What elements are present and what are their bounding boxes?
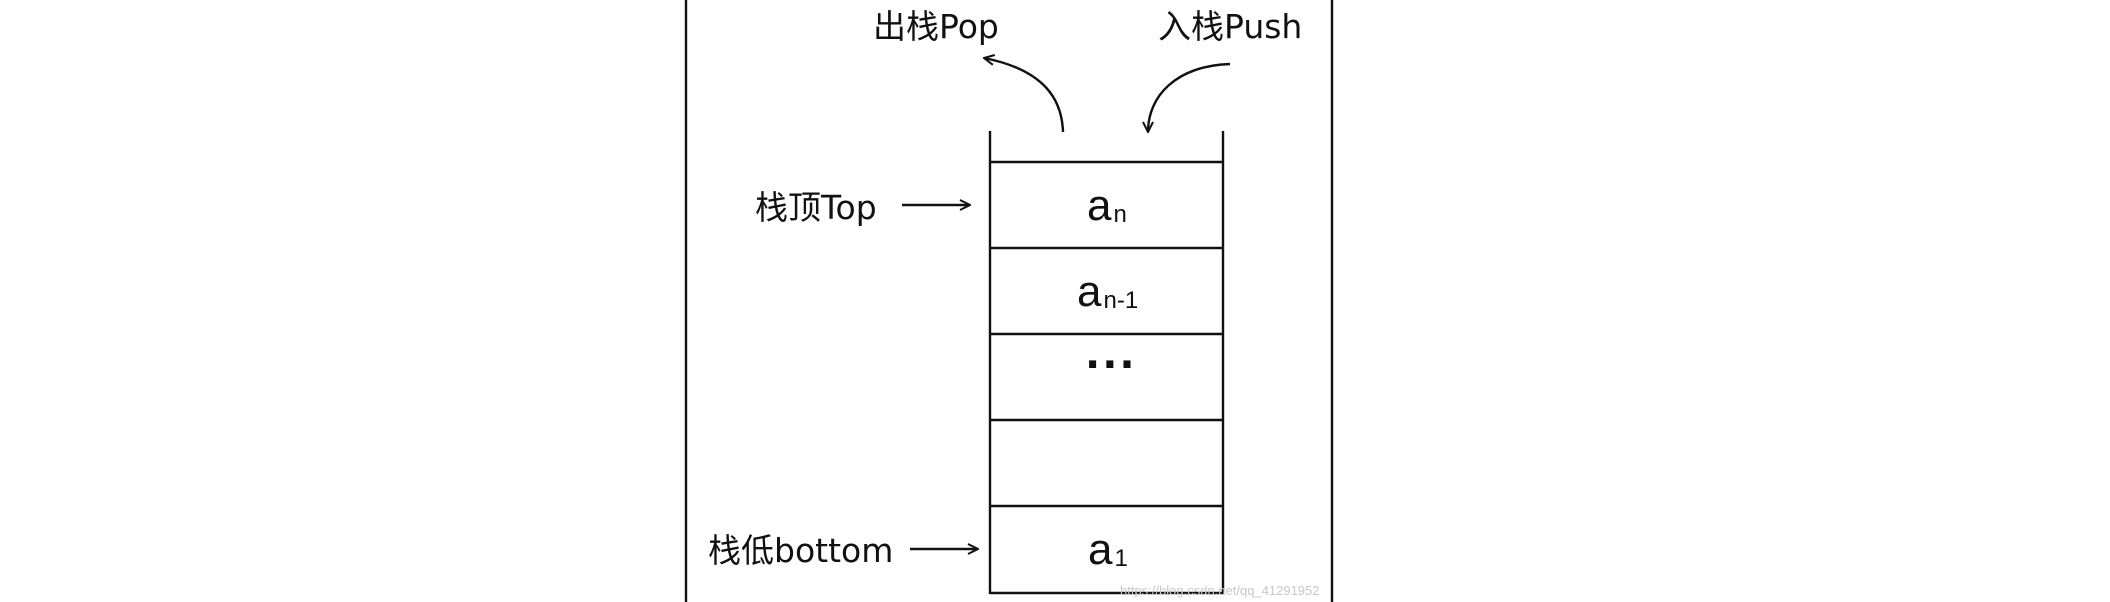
pop-label: 出栈Pop	[873, 7, 999, 46]
cell-top-sub: n	[1113, 201, 1126, 228]
push-arrow	[1148, 62, 1231, 132]
pop-arrow	[984, 58, 1065, 133]
stack-cell-bottom: a1	[1088, 525, 1128, 574]
top-label: 栈顶Top	[755, 188, 877, 227]
cell-second-sub: n-1	[1103, 287, 1138, 314]
stack-cell-ellipsis: ···	[1085, 342, 1137, 388]
cell-second-main: a	[1077, 267, 1102, 316]
watermark-text: https://blog.csdn.net/qq_41291952	[1120, 583, 1320, 598]
cell-top-main: a	[1087, 181, 1112, 230]
stack-cells	[990, 160, 1223, 595]
cell-bottom-main: a	[1088, 525, 1113, 574]
stack-cell-top: an	[1087, 181, 1127, 230]
bottom-label: 栈低bottom	[708, 531, 893, 570]
cell-bottom-sub: 1	[1114, 545, 1127, 572]
stack-cell-second: an-1	[1077, 267, 1138, 316]
push-label: 入栈Push	[1158, 7, 1302, 46]
